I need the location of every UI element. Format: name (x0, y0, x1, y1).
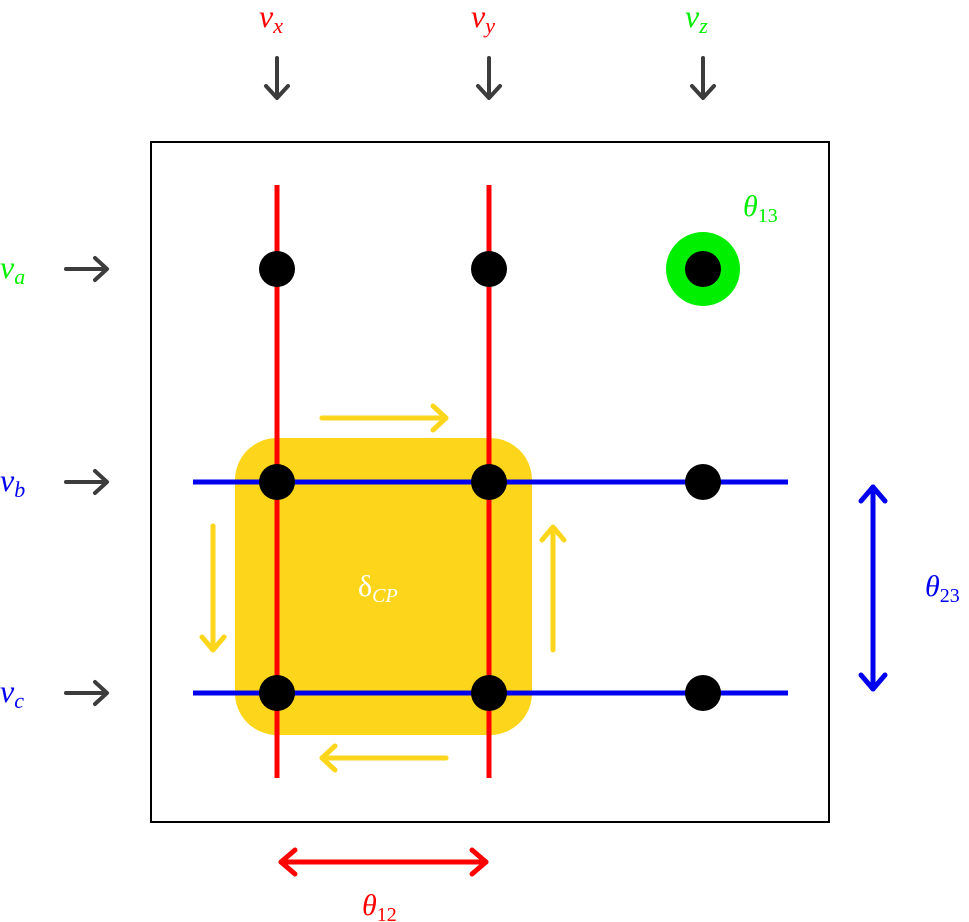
cp-circulation-arrows (199, 403, 567, 773)
node-ay (471, 251, 507, 287)
node-ax (259, 251, 295, 287)
circulation-arrow-left (319, 743, 449, 773)
theta23-symbol: θ (925, 570, 940, 603)
input-arrow-down-x-head (264, 84, 290, 100)
diagram-frame (150, 141, 830, 823)
delta-cp-symbol: δ (358, 570, 372, 603)
input-arrow-right-a-head (93, 256, 109, 282)
column-label-z: νz (685, 0, 708, 38)
theta13-subscript: 13 (758, 205, 778, 227)
theta12-range-arrow (278, 847, 489, 877)
node-cz (685, 675, 721, 711)
node-by (471, 464, 507, 500)
circulation-arrow-up (539, 524, 567, 653)
row-label-subscript: c (14, 688, 24, 713)
input-arrow-down-z-head (690, 84, 716, 100)
node-cx (259, 675, 295, 711)
circulation-arrow-right (319, 403, 449, 433)
circulation-arrow-down (199, 523, 227, 653)
column-label-x: νx (259, 0, 283, 38)
column-label-symbol: ν (685, 0, 700, 34)
theta23-label: θ23 (925, 570, 960, 607)
theta12-symbol: θ (362, 889, 377, 922)
delta-cp-label: δCP (358, 570, 398, 607)
theta13-symbol: θ (743, 190, 758, 223)
delta-cp-subscript: CP (372, 585, 398, 607)
column-label-subscript: y (483, 13, 495, 38)
cp-phase-region (235, 438, 532, 735)
node-cy (471, 675, 507, 711)
node-az (685, 251, 721, 287)
input-arrow-right-b-head (93, 469, 109, 495)
input-arrow-down-y-head (476, 84, 502, 100)
theta13-label: θ13 (743, 190, 778, 227)
node-bx (259, 464, 295, 500)
node-bz (685, 464, 721, 500)
input-arrow-right-c-head (93, 680, 109, 706)
column-label-symbol: ν (471, 0, 486, 34)
theta12-subscript: 12 (377, 904, 397, 922)
row-label-symbol: ν (0, 462, 15, 498)
column-label-subscript: z (698, 13, 708, 38)
row-label-symbol: ν (0, 249, 15, 285)
row-label-subscript: b (14, 477, 25, 502)
row-label-subscript: a (14, 264, 25, 289)
row-label-b: νb (0, 462, 25, 502)
theta12-label: θ12 (362, 889, 397, 922)
row-label-c: νc (0, 673, 24, 713)
column-label-y: νy (471, 0, 495, 38)
column-label-symbol: ν (259, 0, 274, 34)
theta23-range-arrow (858, 484, 888, 692)
row-label-symbol: ν (0, 673, 15, 709)
row-label-a: νa (0, 249, 25, 289)
column-label-subscript: x (272, 13, 283, 38)
theta23-subscript: 23 (940, 585, 960, 607)
